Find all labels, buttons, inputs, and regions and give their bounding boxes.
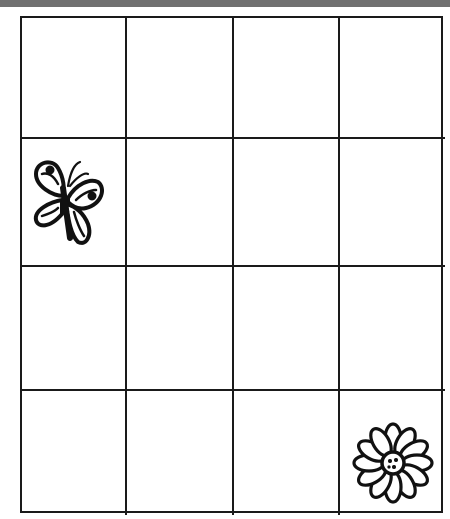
grid-cell-r1-c1 [22,18,127,139]
grid-cell-r2-c4 [340,139,445,267]
grid-cell-r3-c4 [340,267,445,391]
grid-cell-r4-c3 [234,391,340,515]
grid-cell-r1-c2 [127,18,234,139]
grid-cell-r4-c4 [340,391,445,515]
grid-cell-r1-c4 [340,18,445,139]
top-band [0,0,450,7]
grid-board [20,16,443,513]
butterfly-svg [28,156,108,248]
grid-cell-r4-c2 [127,391,234,515]
grid-cell-r2-c1 [22,139,127,267]
grid-cell-r1-c3 [234,18,340,139]
flower-svg [351,421,435,505]
grid-cell-r2-c3 [234,139,340,267]
grid-cell-r4-c1 [22,391,127,515]
grid-cell-r2-c2 [127,139,234,267]
grid-cell-r3-c2 [127,267,234,391]
butterfly-icon [22,139,125,265]
flower-icon [340,391,445,515]
grid-cell-r3-c3 [234,267,340,391]
grid-cell-r3-c1 [22,267,127,391]
